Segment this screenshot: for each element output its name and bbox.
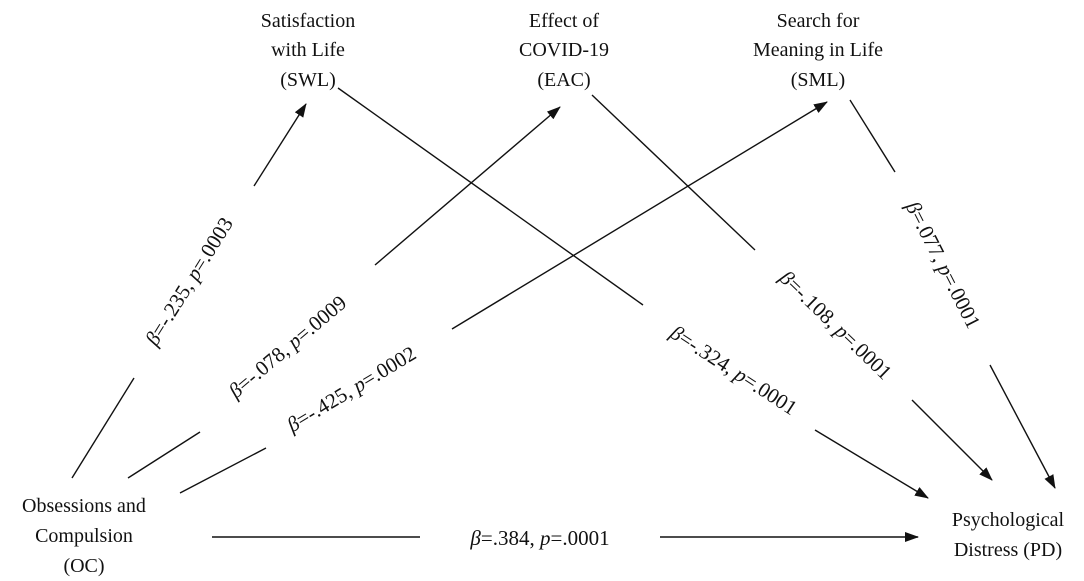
label-oc-pd: β=.384, p=.0001	[469, 526, 609, 550]
node-eac: Effect of COVID-19 (EAC)	[519, 10, 609, 91]
node-swl-line-2: with Life	[271, 39, 345, 61]
path-swl-pd	[337, 87, 929, 499]
node-sml-line-3: (SML)	[791, 69, 845, 91]
node-swl: Satisfaction with Life (SWL)	[261, 10, 355, 91]
node-eac-line-1: Effect of	[529, 10, 599, 32]
path-oc-eac	[127, 106, 561, 479]
node-pd-line-2: Distress (PD)	[954, 539, 1062, 561]
beta-symbol: β	[469, 526, 481, 550]
node-eac-line-2: COVID-19	[519, 39, 609, 61]
node-oc-line-1: Obsessions and	[22, 495, 146, 517]
label-oc-sml: β=-.425, p=.0002	[282, 341, 420, 437]
node-oc-line-2: Compulsion	[35, 525, 133, 547]
node-sml-line-1: Search for	[777, 10, 860, 32]
node-pd-line-1: Psychological	[952, 509, 1065, 531]
label-oc-swl: β=-.235, p=.0003	[140, 213, 238, 351]
label-sml-pd: β=.077, p=.0001	[901, 196, 986, 332]
node-swl-line-1: Satisfaction	[261, 10, 355, 32]
path-sml-pd	[849, 99, 1056, 489]
path-oc-swl	[71, 103, 307, 479]
node-sml-line-2: Meaning in Life	[753, 39, 883, 61]
node-pd: Psychological Distress (PD)	[952, 509, 1065, 561]
node-oc: Obsessions and Compulsion (OC)	[22, 495, 146, 577]
p-symbol: p	[538, 526, 551, 550]
node-oc-line-3: (OC)	[63, 555, 104, 577]
node-sml: Search for Meaning in Life (SML)	[753, 10, 883, 91]
label-swl-pd: β=-.324, p=.0001	[665, 320, 801, 420]
path-oc-sml	[179, 101, 828, 494]
path-eac-pd	[591, 94, 993, 481]
node-swl-line-3: (SWL)	[280, 69, 336, 91]
label-eac-pd: β=-.108, p=.0001	[774, 265, 897, 384]
node-eac-line-3: (EAC)	[537, 69, 590, 91]
